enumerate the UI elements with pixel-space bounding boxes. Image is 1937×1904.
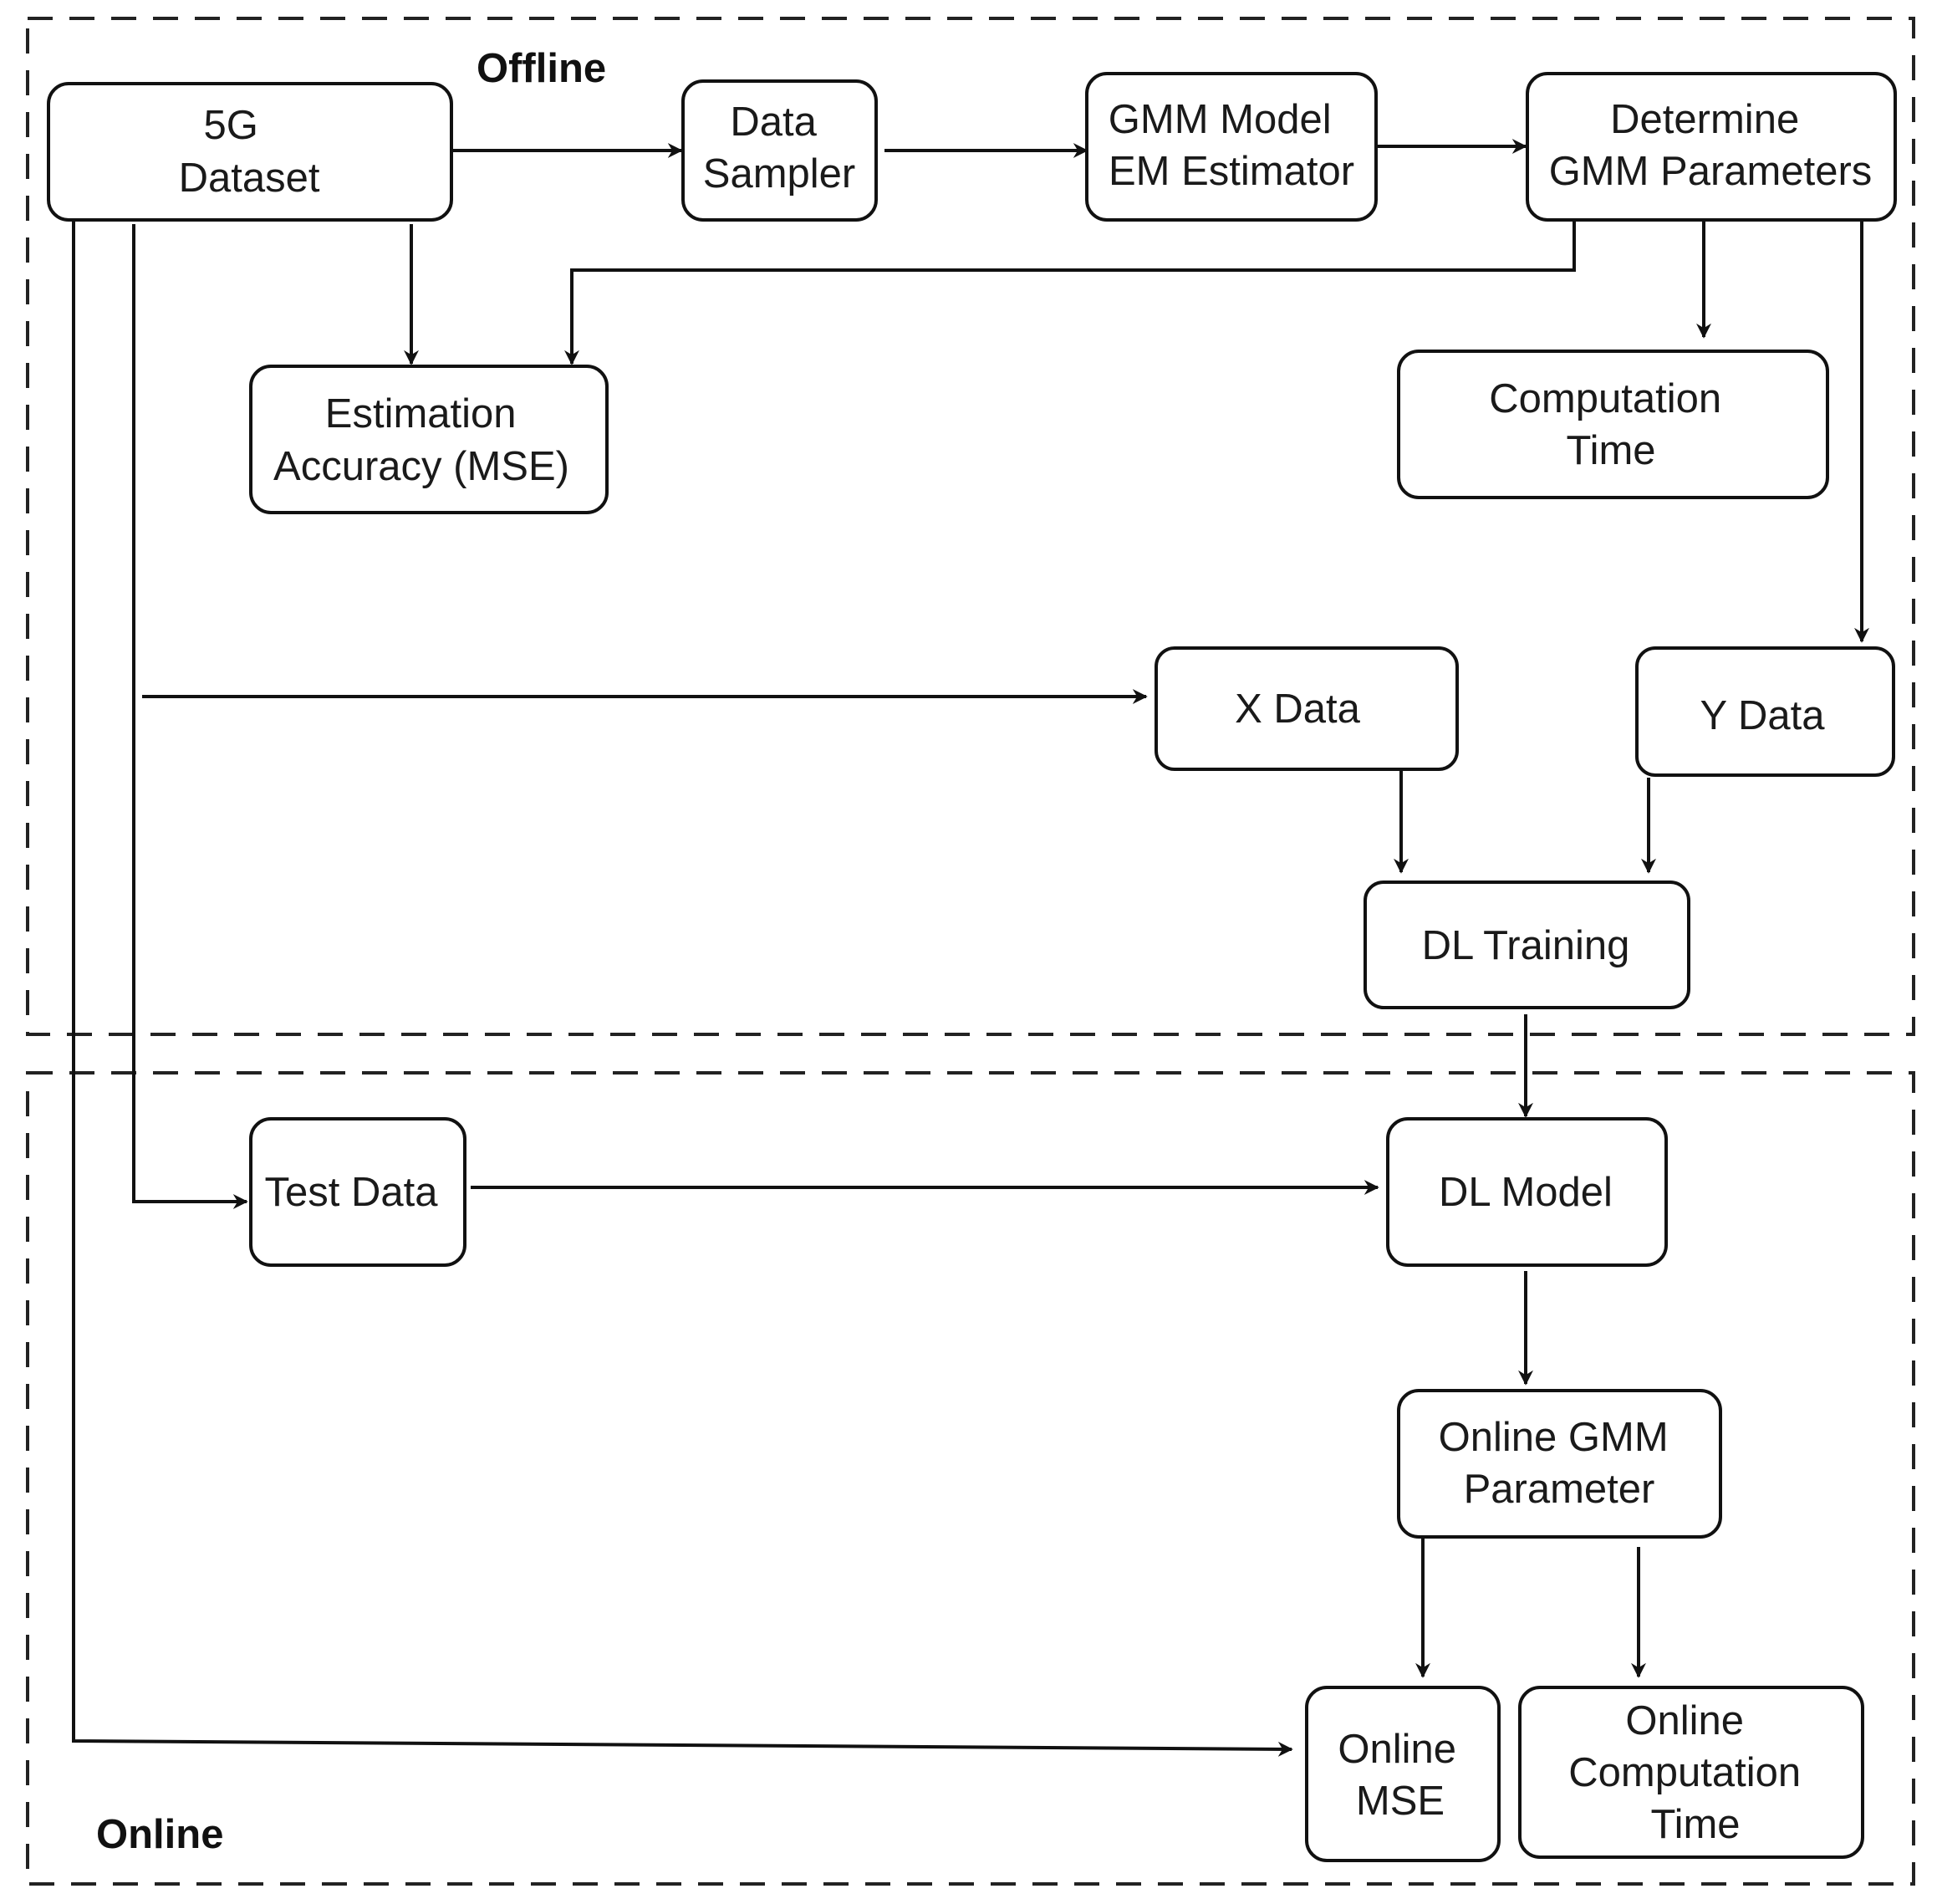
online-label: Online <box>96 1812 223 1857</box>
offline-label: Offline <box>477 46 606 91</box>
node-gmm-em-line-2: EM Estimator <box>1109 149 1354 194</box>
node-estimation-accuracy-line-1: Estimation <box>325 391 517 436</box>
node-computation-time-line-2: Time <box>1566 428 1655 473</box>
node-computation-time: Computation Time <box>1397 350 1829 499</box>
node-gmm-em-line-1: GMM Model <box>1109 97 1332 142</box>
node-dl-model: DL Model <box>1386 1117 1668 1267</box>
svg-text:Determine GMM Parameters: Determine GMM Parameters <box>1549 97 1873 194</box>
node-dl-model-line-1: DL Model <box>1439 1170 1613 1215</box>
node-data-sampler: Data Sampler <box>681 79 878 222</box>
svg-text:Online Computation: Online Computation Time <box>1568 1698 1812 1847</box>
svg-text:5G Dataset: 5G Dataset <box>179 103 320 201</box>
node-test-data: Test Data <box>249 1117 466 1267</box>
node-determine-gmm-line-1: Determine <box>1610 97 1799 142</box>
node-online-comp-time-line-1: Online <box>1625 1698 1744 1743</box>
node-online-comp-time-line-2: Computation <box>1568 1750 1801 1795</box>
node-online-comp-time-line-3: Time <box>1650 1802 1740 1847</box>
edge-dataset-to-test-data <box>132 224 248 1209</box>
node-online-computation-time: Online Computation Time <box>1518 1686 1864 1859</box>
node-determine-gmm-line-2: GMM Parameters <box>1549 149 1873 194</box>
node-data-sampler-line-2: Sampler <box>703 151 855 197</box>
node-estimation-accuracy-line-2: Accuracy (MSE) <box>273 444 569 489</box>
node-x-data: X Data <box>1155 646 1459 771</box>
svg-text:DL Training: DL Training <box>1422 923 1630 968</box>
node-5g-dataset-line-2: Dataset <box>179 156 320 201</box>
offline-region: Offline <box>26 17 1915 1036</box>
node-data-sampler-line-1: Data <box>730 100 817 145</box>
svg-text:X Data: X Data <box>1235 687 1361 732</box>
node-estimation-accuracy: Estimation Accuracy (MSE) <box>249 365 609 514</box>
node-computation-time-line-1: Computation <box>1489 376 1721 421</box>
node-y-data: Y Data <box>1635 646 1895 777</box>
node-online-mse: Online MSE <box>1305 1686 1501 1862</box>
node-determine-gmm-parameters: Determine GMM Parameters <box>1526 72 1897 222</box>
node-online-gmm-line-1: Online GMM <box>1439 1415 1669 1460</box>
svg-text:Data Sampler: Data Sampler <box>703 100 855 197</box>
node-5g-dataset: 5G Dataset <box>47 82 453 222</box>
svg-text:Online GMM Parameter: Online GMM Parameter <box>1439 1415 1680 1512</box>
svg-text:Estimation Accuracy (MSE: Estimation Accuracy (MSE) <box>273 391 569 489</box>
node-online-mse-line-1: Online <box>1338 1727 1456 1772</box>
svg-text:GMM Model EM Estimator: GMM Model EM Estimator <box>1109 97 1354 194</box>
node-online-mse-line-2: MSE <box>1356 1779 1445 1824</box>
svg-text:Test Data: Test Data <box>265 1170 439 1215</box>
node-dl-training-line-1: DL Training <box>1422 923 1630 968</box>
node-online-gmm-line-2: Parameter <box>1464 1467 1655 1512</box>
node-5g-dataset-line-1: 5G <box>204 103 258 148</box>
node-test-data-line-1: Test Data <box>265 1170 439 1215</box>
edge-dataset-to-online-mse <box>72 220 1293 1757</box>
svg-text:Y Data: Y Data <box>1700 693 1826 738</box>
svg-text:DL Model: DL Model <box>1439 1170 1613 1215</box>
node-online-gmm-parameter: Online GMM Parameter <box>1397 1389 1722 1539</box>
node-dl-training: DL Training <box>1364 881 1690 1009</box>
online-region: Online <box>26 1071 1915 1886</box>
node-x-data-line-1: X Data <box>1235 687 1361 732</box>
node-gmm-em-estimator: GMM Model EM Estimator <box>1085 72 1378 222</box>
node-y-data-line-1: Y Data <box>1700 693 1826 738</box>
edges <box>72 139 1869 1757</box>
edge-determine-to-accuracy <box>564 220 1576 365</box>
svg-text:Online MSE: Online MSE <box>1338 1727 1467 1824</box>
svg-text:Computation Time: Computation Time <box>1489 376 1732 473</box>
